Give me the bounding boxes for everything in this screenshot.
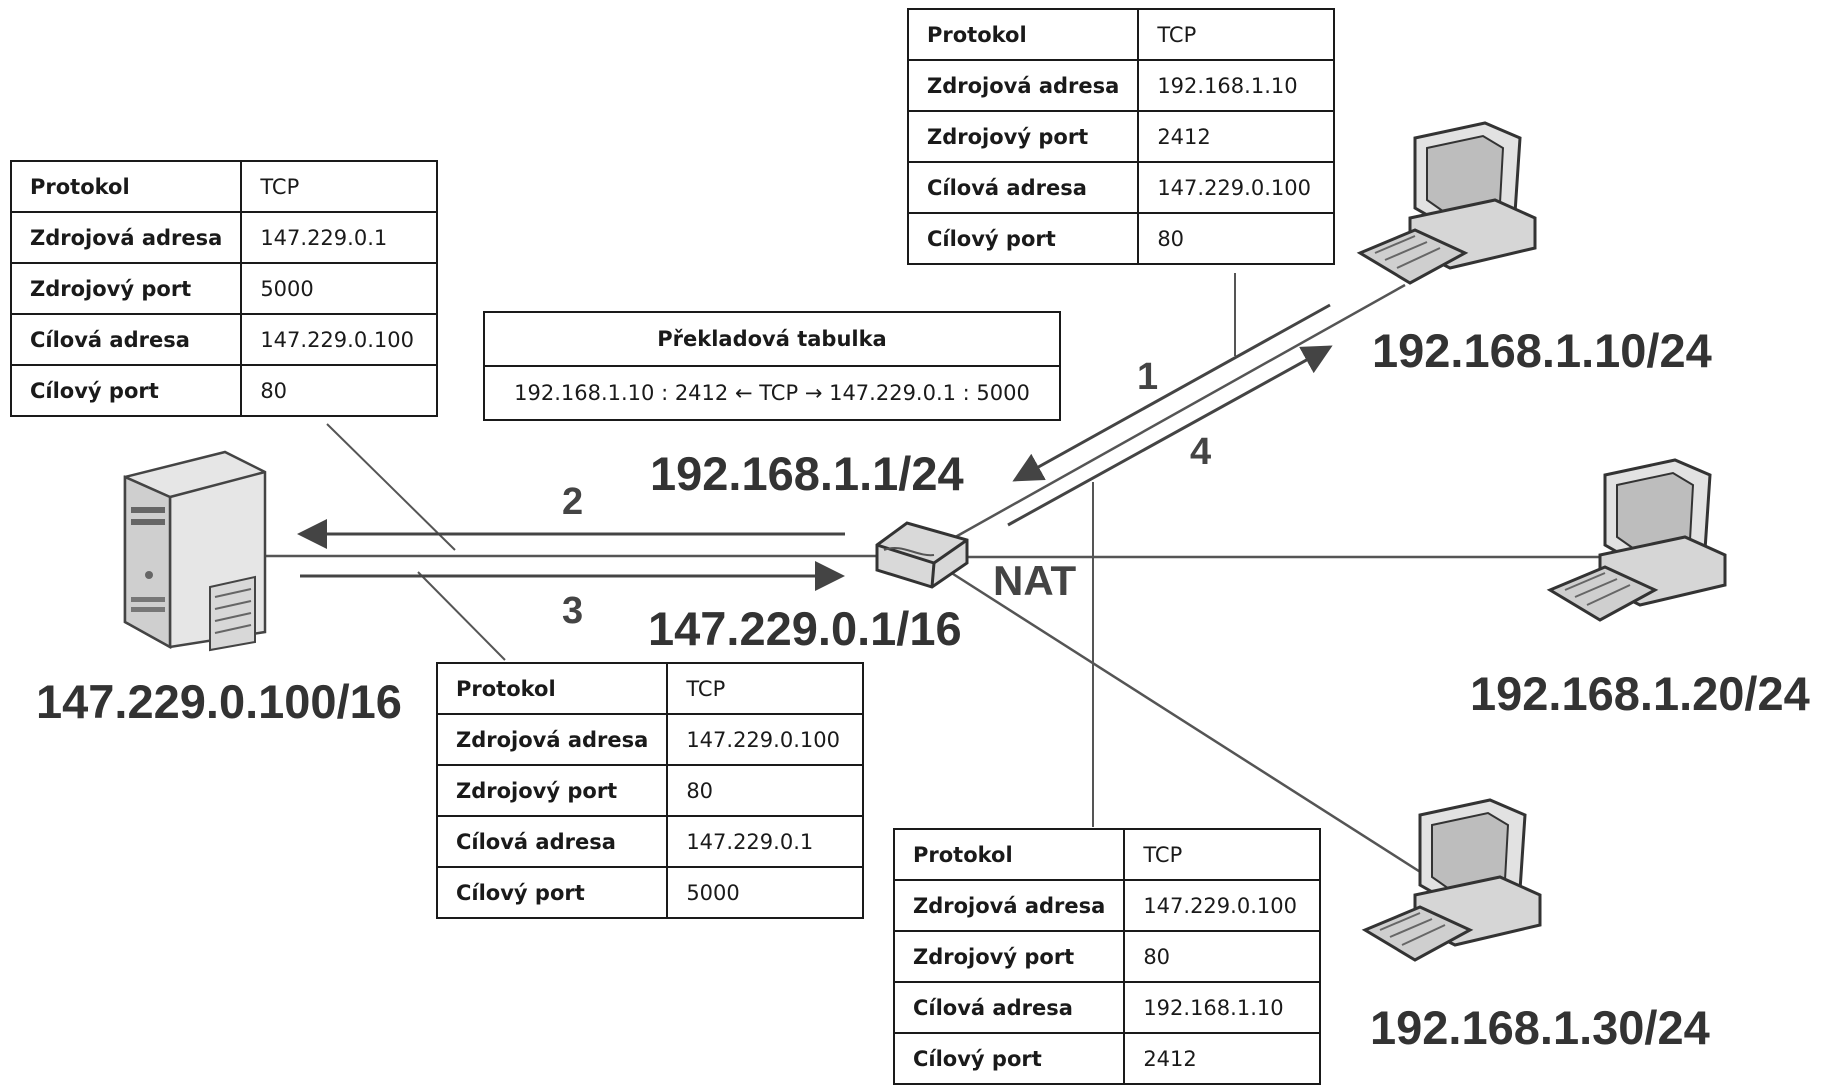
field-value: 147.229.0.1 — [667, 816, 863, 867]
field-value: TCP — [1138, 9, 1334, 60]
router-icon — [872, 515, 972, 595]
field-value: 192.168.1.10 — [1138, 60, 1334, 111]
field-key: Zdrojová adresa — [908, 60, 1138, 111]
field-key: Cílový port — [11, 365, 241, 416]
field-key: Cílová adresa — [437, 816, 667, 867]
field-key: Cílový port — [908, 213, 1138, 264]
router-inside-ip-label: 192.168.1.1/24 — [650, 450, 964, 497]
step-number-3: 3 — [562, 592, 583, 630]
field-key: Cílová adresa — [908, 162, 1138, 213]
field-key: Protokol — [894, 829, 1124, 880]
nat-label: NAT — [993, 560, 1076, 602]
field-key: Cílový port — [894, 1033, 1124, 1084]
pc2-icon — [1545, 455, 1735, 625]
translation-table: Překladová tabulka 192.168.1.10 : 2412 ←… — [483, 311, 1061, 421]
field-value: TCP — [241, 161, 437, 212]
pc3-icon — [1360, 795, 1550, 965]
field-value: 80 — [241, 365, 437, 416]
server-icon — [115, 447, 275, 652]
callout-step2 — [327, 424, 455, 550]
pc2-ip-label: 192.168.1.20/24 — [1470, 670, 1810, 717]
field-value: TCP — [1124, 829, 1320, 880]
field-key: Zdrojová adresa — [894, 880, 1124, 931]
step-number-2: 2 — [562, 483, 583, 521]
field-value: 5000 — [241, 263, 437, 314]
translation-table-entry: 192.168.1.10 : 2412 ← TCP → 147.229.0.1 … — [484, 366, 1060, 420]
field-key: Zdrojová adresa — [437, 714, 667, 765]
field-value: 80 — [1138, 213, 1334, 264]
field-key: Zdrojový port — [437, 765, 667, 816]
field-value: 80 — [1124, 931, 1320, 982]
field-value: 5000 — [667, 867, 863, 918]
field-key: Zdrojový port — [894, 931, 1124, 982]
field-key: Cílový port — [437, 867, 667, 918]
pc3-ip-label: 192.168.1.30/24 — [1370, 1004, 1710, 1051]
field-key: Protokol — [437, 663, 667, 714]
field-key: Cílová adresa — [894, 982, 1124, 1033]
field-value: TCP — [667, 663, 863, 714]
field-key: Protokol — [11, 161, 241, 212]
field-key: Zdrojový port — [908, 111, 1138, 162]
field-key: Cílová adresa — [11, 314, 241, 365]
field-value: 147.229.0.100 — [1124, 880, 1320, 931]
arrow-step1 — [1015, 305, 1330, 480]
field-key: Protokol — [908, 9, 1138, 60]
field-value: 192.168.1.10 — [1124, 982, 1320, 1033]
field-key: Zdrojová adresa — [11, 212, 241, 263]
server-ip-label: 147.229.0.100/16 — [36, 678, 402, 725]
translation-table-title: Překladová tabulka — [484, 312, 1060, 366]
field-value: 147.229.0.100 — [667, 714, 863, 765]
field-value: 147.229.0.100 — [1138, 162, 1334, 213]
pc1-icon — [1355, 118, 1545, 288]
field-value: 2412 — [1138, 111, 1334, 162]
field-value: 147.229.0.100 — [241, 314, 437, 365]
callout-step3 — [418, 572, 505, 660]
step-number-1: 1 — [1137, 358, 1158, 396]
field-value: 80 — [667, 765, 863, 816]
step-number-4: 4 — [1190, 433, 1211, 471]
field-value: 2412 — [1124, 1033, 1320, 1084]
router-outside-ip-label: 147.229.0.1/16 — [648, 605, 962, 652]
field-value: 147.229.0.1 — [241, 212, 437, 263]
field-key: Zdrojový port — [11, 263, 241, 314]
pc1-ip-label: 192.168.1.10/24 — [1372, 327, 1712, 374]
